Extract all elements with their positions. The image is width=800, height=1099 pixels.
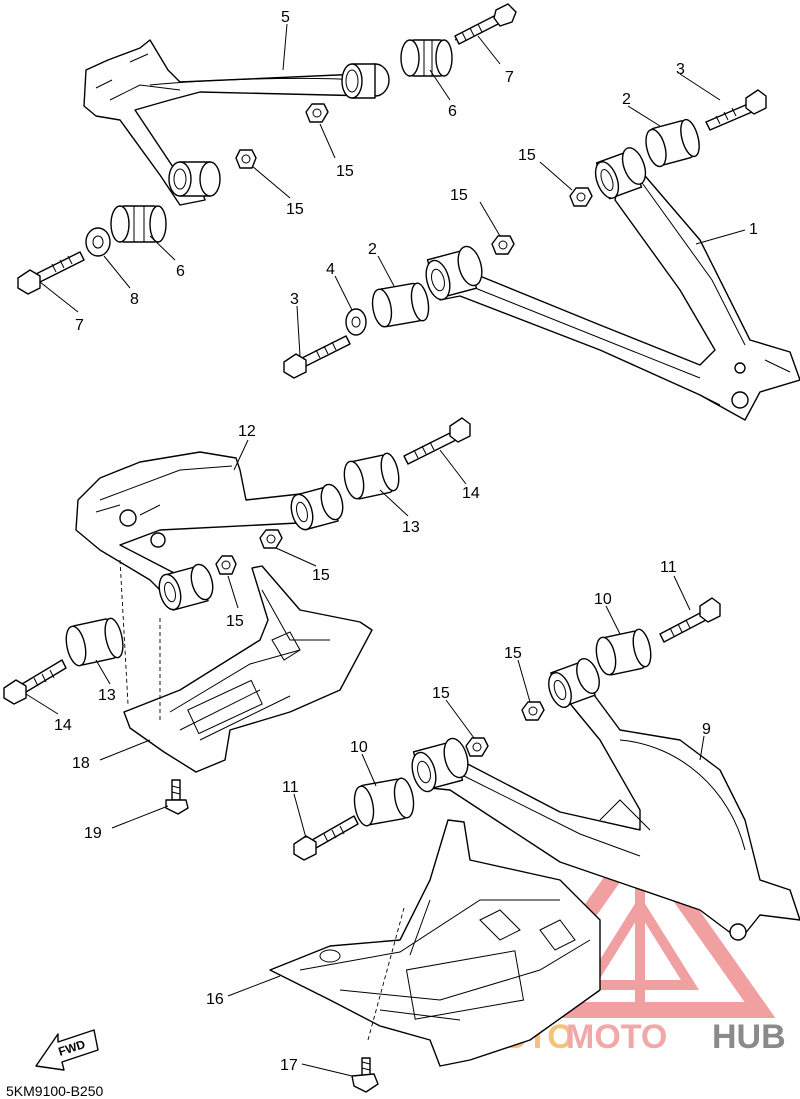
part-15-nut-d [491,235,515,255]
label-part-15: 15 [336,163,354,180]
part-8-washer [85,227,111,257]
part-3-bolt-left [283,335,351,379]
part-14-bolt-left [3,659,67,705]
sleeve-12-left [158,563,214,611]
part-1-a-arm-upper-right [425,147,800,421]
part-11-bolt-right [659,597,721,643]
label-part-15: 15 [504,645,522,662]
label-part-15: 15 [286,201,304,218]
label-part-3: 3 [290,291,299,308]
guide-line-18 [119,559,161,720]
label-part-12: 12 [238,423,256,440]
label-part-15: 15 [518,147,536,164]
leader-lines [25,23,746,1077]
part-16-guard-large [269,819,601,1067]
label-part-4: 4 [326,261,335,278]
label-part-1: 1 [749,221,758,238]
watermark-moto: MOTO [566,1018,667,1056]
part-2-bushing-top [645,118,700,168]
label-part-7: 7 [75,317,84,334]
sleeve-5-right [341,63,390,99]
part-15-nut-g [521,701,545,721]
label-part-17: 17 [280,1057,298,1074]
part-13-bushing-left [65,617,124,667]
label-part-15: 15 [226,613,244,630]
sleeve-9-top [548,658,600,708]
label-part-9: 9 [702,721,711,738]
label-part-18: 18 [72,755,90,772]
part-19-bolt [165,779,189,815]
label-part-13: 13 [402,519,420,536]
part-7-bolt-top [454,3,517,45]
part-5-front-arm-upper-left [83,39,390,206]
part-7-bolt-left [17,251,85,295]
part-3-bolt-top [705,89,767,131]
label-part-11: 11 [282,779,299,796]
label-part-6: 6 [448,103,457,120]
guide-line-16 [367,907,405,1041]
part-6-bushing-left [110,205,167,243]
label-part-3: 3 [676,61,685,78]
label-part-5: 5 [281,9,290,26]
part-9-a-arm-lower-right [411,658,800,941]
label-part-11: 11 [660,559,677,576]
part-15-nut-e [259,529,283,549]
label-part-6: 6 [176,263,185,280]
part-11-bolt-left [293,815,359,861]
part-17-bolt [351,1057,379,1093]
callout-labels: 5 7 6 15 3 2 15 15 1 15 6 8 7 4 2 3 12 1… [54,9,758,1074]
part-6-bushing-top [400,39,453,77]
part-15-nut-h [465,737,489,757]
part-18-guard-small [123,565,373,773]
label-part-10: 10 [594,591,612,608]
label-part-7: 7 [505,69,514,86]
label-part-13: 13 [98,687,116,704]
part-15-nut-c [569,187,593,207]
watermark-hub: HUB [712,1018,786,1056]
part-15-nut-b [235,149,257,169]
label-part-2: 2 [622,91,631,108]
sleeve-9-left [411,737,469,793]
label-part-14: 14 [54,717,72,734]
label-part-10: 10 [350,739,368,756]
sleeve-5-left [168,161,221,197]
label-part-2: 2 [368,241,377,258]
part-10-bushing-right [595,628,652,676]
label-part-15: 15 [450,187,468,204]
part-4-washer [345,308,367,336]
part-10-bushing-left [353,777,415,827]
label-part-19: 19 [84,825,102,842]
sleeve-12-right [290,483,344,531]
label-part-15: 15 [432,685,450,702]
part-2-bushing-left [371,282,430,328]
part-12-rear-arm-middle [75,451,344,611]
sleeve-1-top [594,147,647,200]
part-15-nut-a [305,103,329,123]
label-part-14: 14 [462,485,480,502]
label-part-8: 8 [130,291,139,308]
part-13-bushing-right [343,452,400,500]
fwd-arrow: FWD [35,1029,99,1071]
diagram-code: 5KM9100-B250 [6,1083,104,1099]
part-14-bolt-right [403,417,471,465]
label-part-15: 15 [312,567,330,584]
sleeve-1-left [425,245,483,301]
label-part-16: 16 [206,991,224,1008]
part-15-nut-f [215,555,237,575]
